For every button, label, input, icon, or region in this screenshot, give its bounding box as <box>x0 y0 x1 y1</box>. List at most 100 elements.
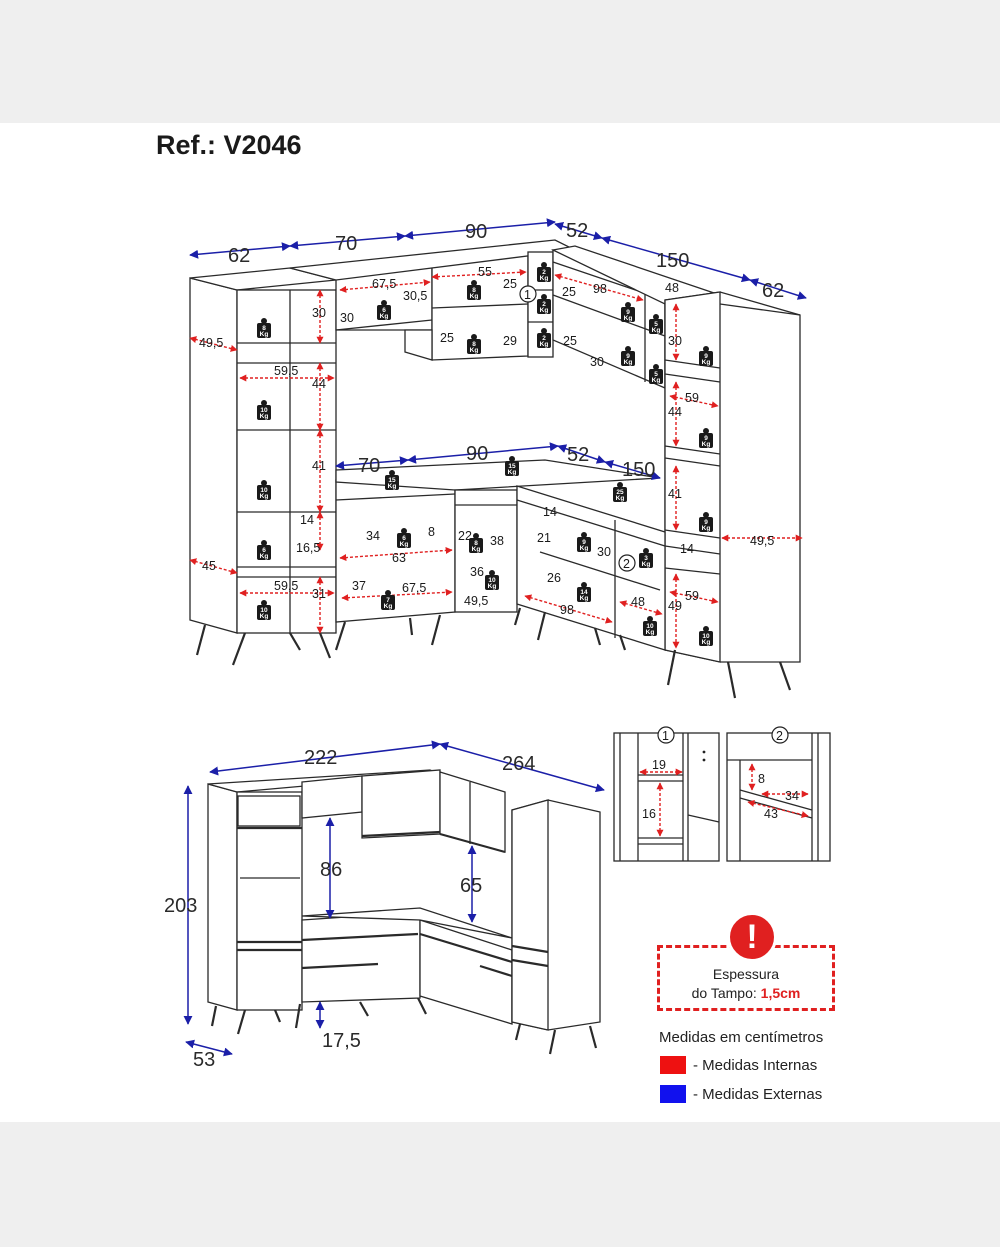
weight-icon: 2Kg <box>537 262 551 282</box>
dim-base-63: 63 <box>392 551 406 565</box>
dim-upper-55: 55 <box>478 265 492 279</box>
detail2-marker: 2 <box>776 729 783 743</box>
dim-base-67-5: 67,5 <box>402 581 426 595</box>
weight-icon: 9Kg <box>699 346 713 366</box>
weight-unit: Kg <box>260 331 269 338</box>
weight-value: 15 <box>508 463 516 470</box>
dim-150: 150 <box>656 250 689 272</box>
dim-right-44: 44 <box>668 405 682 419</box>
dim-base-49-5: 49,5 <box>464 594 488 608</box>
dim-base-37: 37 <box>352 579 366 593</box>
weight-value: 5 <box>654 321 658 328</box>
weight-icon: 9Kg <box>621 346 635 366</box>
weight-value: 8 <box>262 325 266 332</box>
weight-icon: 5Kg <box>649 314 663 334</box>
dim-left-16-5: 16,5 <box>296 541 320 555</box>
internal-dim-labels: 49,5 59,5 30 44 41 14 16,5 45 59,5 31 67… <box>199 265 774 617</box>
dim-90: 90 <box>465 221 487 243</box>
dim-left-14: 14 <box>300 513 314 527</box>
dim-52: 52 <box>566 220 588 242</box>
internal-legend-label: - Medidas Internas <box>693 1057 818 1074</box>
weight-unit: Kg <box>624 359 633 366</box>
dim-right-49: 49 <box>668 599 682 613</box>
detail2-43: 43 <box>764 807 778 821</box>
dim-left-depth-bottom: 45 <box>202 559 216 573</box>
weight-value: 7 <box>386 597 390 604</box>
dim-corner-base-26: 26 <box>547 571 561 585</box>
weight-value: 9 <box>704 353 708 360</box>
weight-unit: Kg <box>472 546 481 553</box>
dim-right-41: 41 <box>668 487 682 501</box>
detail1-marker: 1 <box>662 729 669 743</box>
dim-right-depth: 49,5 <box>750 534 774 548</box>
dim-53: 53 <box>193 1049 215 1071</box>
dim-upper-67-5: 67,5 <box>372 277 396 291</box>
dim-86: 86 <box>320 859 342 881</box>
dim-right-59b: 59 <box>685 589 699 603</box>
weight-value: 14 <box>580 589 588 596</box>
weight-icon: 6Kg <box>377 300 391 320</box>
detail2-34: 34 <box>785 789 799 803</box>
weight-unit: Kg <box>702 359 711 366</box>
weight-value: 6 <box>262 547 266 554</box>
detail-2: 8 34 43 2 <box>726 726 831 862</box>
weight-icon: 3Kg <box>639 548 653 568</box>
dim-left-31: 31 <box>312 587 326 601</box>
weight-unit: Kg <box>702 639 711 646</box>
dim-right-14: 14 <box>680 542 694 556</box>
weight-icon: 7Kg <box>381 590 395 610</box>
dim-corner-base-14: 14 <box>543 505 557 519</box>
dim-150-base: 150 <box>622 459 655 481</box>
weight-icon: 6Kg <box>397 528 411 548</box>
dim-corner-25a: 25 <box>562 285 576 299</box>
dim-upper-25b: 25 <box>440 331 454 345</box>
dim-corner-base-21: 21 <box>537 531 551 545</box>
dim-left-30: 30 <box>312 306 326 320</box>
weight-value: 10 <box>260 607 268 614</box>
dim-left-width-bottom: 59,5 <box>274 579 298 593</box>
thickness-value: 1,5cm <box>760 985 801 1001</box>
dim-left-width-top: 59,5 <box>274 364 298 378</box>
weight-unit: Kg <box>260 493 269 500</box>
dim-52-base: 52 <box>567 444 589 466</box>
weight-unit: Kg <box>616 495 625 502</box>
weight-unit: Kg <box>380 313 389 320</box>
weight-icons: 8Kg10Kg10Kg6Kg10Kg6Kg8Kg8Kg2Kg2Kg2Kg9Kg5… <box>257 262 713 646</box>
weight-value: 9 <box>704 519 708 526</box>
detail2-8: 8 <box>758 772 765 786</box>
weight-value: 9 <box>626 309 630 316</box>
weight-value: 8 <box>472 287 476 294</box>
weight-value: 10 <box>260 407 268 414</box>
dim-base-36: 36 <box>470 565 484 579</box>
weight-unit: Kg <box>260 613 269 620</box>
weight-unit: Kg <box>384 603 393 610</box>
weight-unit: Kg <box>470 293 479 300</box>
weight-value: 10 <box>488 577 496 584</box>
weight-icon: 9Kg <box>699 428 713 448</box>
weight-unit: Kg <box>580 545 589 552</box>
dim-upper-30: 30 <box>340 311 354 325</box>
weight-icon: 9Kg <box>621 302 635 322</box>
dim-62-left: 62 <box>228 245 250 267</box>
weight-unit: Kg <box>652 377 661 384</box>
top-dim-labels: 62 70 90 52 150 62 70 90 52 150 <box>228 220 784 481</box>
thickness-label: Espessura <box>712 966 780 982</box>
weight-icon: 8Kg <box>467 334 481 354</box>
weight-value: 10 <box>702 633 710 640</box>
detail-1: 19 16 1 <box>613 726 720 862</box>
dim-corner-30: 30 <box>590 355 604 369</box>
dim-right-30: 30 <box>668 334 682 348</box>
marker-1: 1 <box>519 285 537 303</box>
weight-icon: 2Kg <box>537 328 551 348</box>
reference-code: Ref.: V2046 <box>156 130 302 160</box>
units-note: Medidas em centímetros <box>659 1029 824 1046</box>
weight-icon: 8Kg <box>467 280 481 300</box>
dim-65: 65 <box>460 875 482 897</box>
dim-264: 264 <box>502 753 535 775</box>
